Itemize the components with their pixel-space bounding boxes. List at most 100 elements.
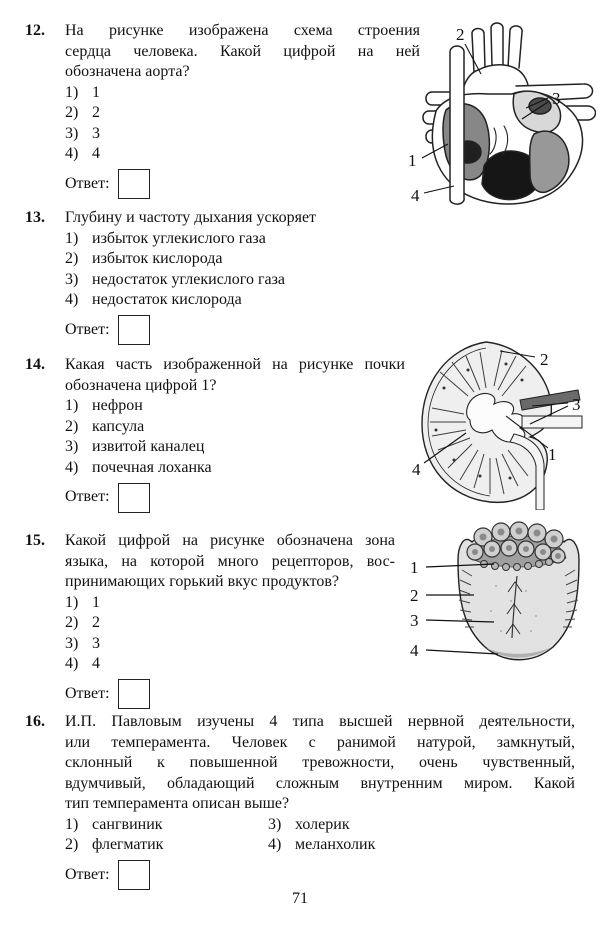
- option: 3)недостаток углекислого газа: [65, 270, 485, 291]
- option-text: 2: [92, 104, 100, 121]
- option-number: 3): [65, 124, 79, 142]
- option-text: 3: [92, 124, 100, 142]
- option-text: 4: [92, 145, 100, 162]
- option-number: 2): [65, 836, 79, 853]
- option-number: 1): [65, 397, 79, 414]
- heart-figure: 2 3 1 4: [398, 16, 597, 215]
- answer-row: Ответ:: [65, 482, 405, 513]
- option: 2)2: [65, 103, 420, 124]
- question-text-line: обозначена цифрой 1?: [65, 376, 217, 394]
- answer-row: Ответ:: [65, 679, 395, 709]
- question-number: 12.: [25, 22, 45, 39]
- tongue-label-lines: [425, 563, 499, 655]
- tongue-label-1: 1: [410, 558, 419, 577]
- option-number: 1): [65, 593, 79, 611]
- question-text-line: На рисунке изображена схема строения: [65, 22, 420, 39]
- option: 2) 2: [65, 613, 395, 634]
- option: 1)сангвиник: [65, 815, 268, 836]
- tongue-label-4: 4: [410, 641, 419, 660]
- option-number: 1): [65, 815, 79, 833]
- option-number: 4): [65, 655, 79, 672]
- option-number: 3): [65, 634, 79, 652]
- option-text: почечная лоханка: [92, 458, 212, 476]
- option-number: 1): [65, 83, 79, 101]
- option: 1)1: [65, 593, 395, 614]
- option-number: 2): [65, 614, 79, 631]
- option-number: 4): [268, 836, 282, 853]
- option: 2) избыток кислорода: [65, 249, 485, 270]
- answer-box[interactable]: [117, 315, 150, 345]
- heart-label-4: 4: [411, 186, 420, 205]
- answer-label: Ответ:: [65, 684, 110, 702]
- kidney-label-lines: [423, 350, 569, 464]
- kidney-label-2: 2: [540, 350, 549, 369]
- option-number: 3): [65, 438, 79, 455]
- option-text: 4: [92, 655, 100, 672]
- option: 4) 4: [65, 654, 395, 675]
- question-text-line: Какая часть изображенной на рисунке почк…: [65, 356, 405, 373]
- kidney-figure: 2 3 1 4: [410, 336, 598, 517]
- question-text-line: И.П. Павловым изучены 4 типа высшей нерв…: [65, 713, 575, 730]
- answer-row: Ответ:: [65, 315, 485, 345]
- answer-box[interactable]: [117, 169, 150, 199]
- option: 3)холерик: [268, 815, 575, 836]
- question-number: 13.: [25, 209, 45, 226]
- question-text-line: склонный к повышенной тревожности, очень…: [65, 754, 575, 771]
- question-text-line: вдумчивый, обладающий сложным внутренним…: [65, 774, 575, 792]
- question-13: 13. Глубину и частоту дыхания ускоряет 1…: [25, 208, 485, 345]
- option-number: 4): [65, 458, 79, 476]
- answer-row: Ответ:: [65, 860, 575, 890]
- question-text-line: тип темперамента описан выше?: [65, 795, 290, 812]
- page-number: 71: [292, 890, 308, 907]
- answer-box[interactable]: [117, 679, 150, 709]
- heart-label-3: 3: [552, 89, 561, 108]
- option-text: избыток углекислого газа: [92, 229, 266, 247]
- kidney-label-1: 1: [548, 445, 557, 464]
- question-text-line: Какой цифрой на рисунке обозначена зона: [65, 532, 395, 549]
- heart-drawing: [422, 22, 597, 205]
- option-number: 2): [65, 417, 79, 435]
- kidney-drawing: [421, 341, 583, 511]
- kidney-diagram: 2 3 1 4: [412, 341, 583, 511]
- question-text-line: сердца человека. Какой цифрой на ней: [65, 42, 420, 60]
- option: 2) флегматик: [65, 835, 268, 856]
- option: 1)избыток углекислого газа: [65, 229, 485, 250]
- question-12: 12. На рисунке изображена схема строения…: [25, 21, 420, 199]
- heart-label-lines: [421, 43, 549, 194]
- question-text-line: принимающих горький вкус продуктов?: [65, 573, 340, 590]
- option-number: 2): [65, 250, 79, 267]
- question-number: 15.: [25, 532, 45, 549]
- options-list: 1)нефрон 2) капсула 3) извитой каналец 4) п…: [65, 396, 405, 478]
- question-text-line: или темперамента. Человек с ранимой нату…: [65, 733, 575, 751]
- option: 1)нефрон: [65, 396, 405, 417]
- option: 1)1: [65, 83, 420, 104]
- answer-box[interactable]: [117, 482, 150, 513]
- option-text: капсула: [92, 417, 145, 435]
- option-text: меланхолик: [295, 836, 376, 853]
- option: 3) 3: [65, 124, 420, 145]
- tongue-label-2: 2: [410, 586, 419, 605]
- options-list: 1)избыток углекислого газа 2) избыток кис…: [65, 229, 485, 311]
- heart-label-1: 1: [408, 151, 417, 170]
- options-list: 1)сангвиник 3)холерик 2) флегматик 4) мела…: [65, 815, 575, 856]
- option-text: 2: [92, 614, 100, 631]
- option-text: недостаток кислорода: [92, 291, 242, 308]
- tongue-figure: 1 2 3 4: [396, 516, 600, 701]
- answer-box[interactable]: [117, 860, 150, 890]
- option-text: 3: [92, 634, 100, 652]
- option-text: флегматик: [92, 836, 164, 853]
- question-text-line: обозначена аорта?: [65, 63, 190, 80]
- option: 3) 3: [65, 634, 395, 655]
- question-text-line: языка, на которой много рецепторов, вос-: [65, 552, 395, 570]
- option: 4)недостаток кислорода: [65, 290, 485, 311]
- option-text: избыток кислорода: [92, 250, 223, 267]
- answer-label: Ответ:: [65, 174, 110, 192]
- kidney-label-3: 3: [572, 395, 581, 414]
- option-number: 3): [65, 270, 79, 288]
- option: 4) меланхолик: [268, 835, 575, 856]
- tongue-diagram: 1 2 3 4: [410, 521, 580, 661]
- option-text: извитой каналец: [92, 438, 205, 455]
- option-number: 4): [65, 145, 79, 162]
- answer-label: Ответ:: [65, 865, 110, 883]
- kidney-label-4: 4: [412, 460, 421, 479]
